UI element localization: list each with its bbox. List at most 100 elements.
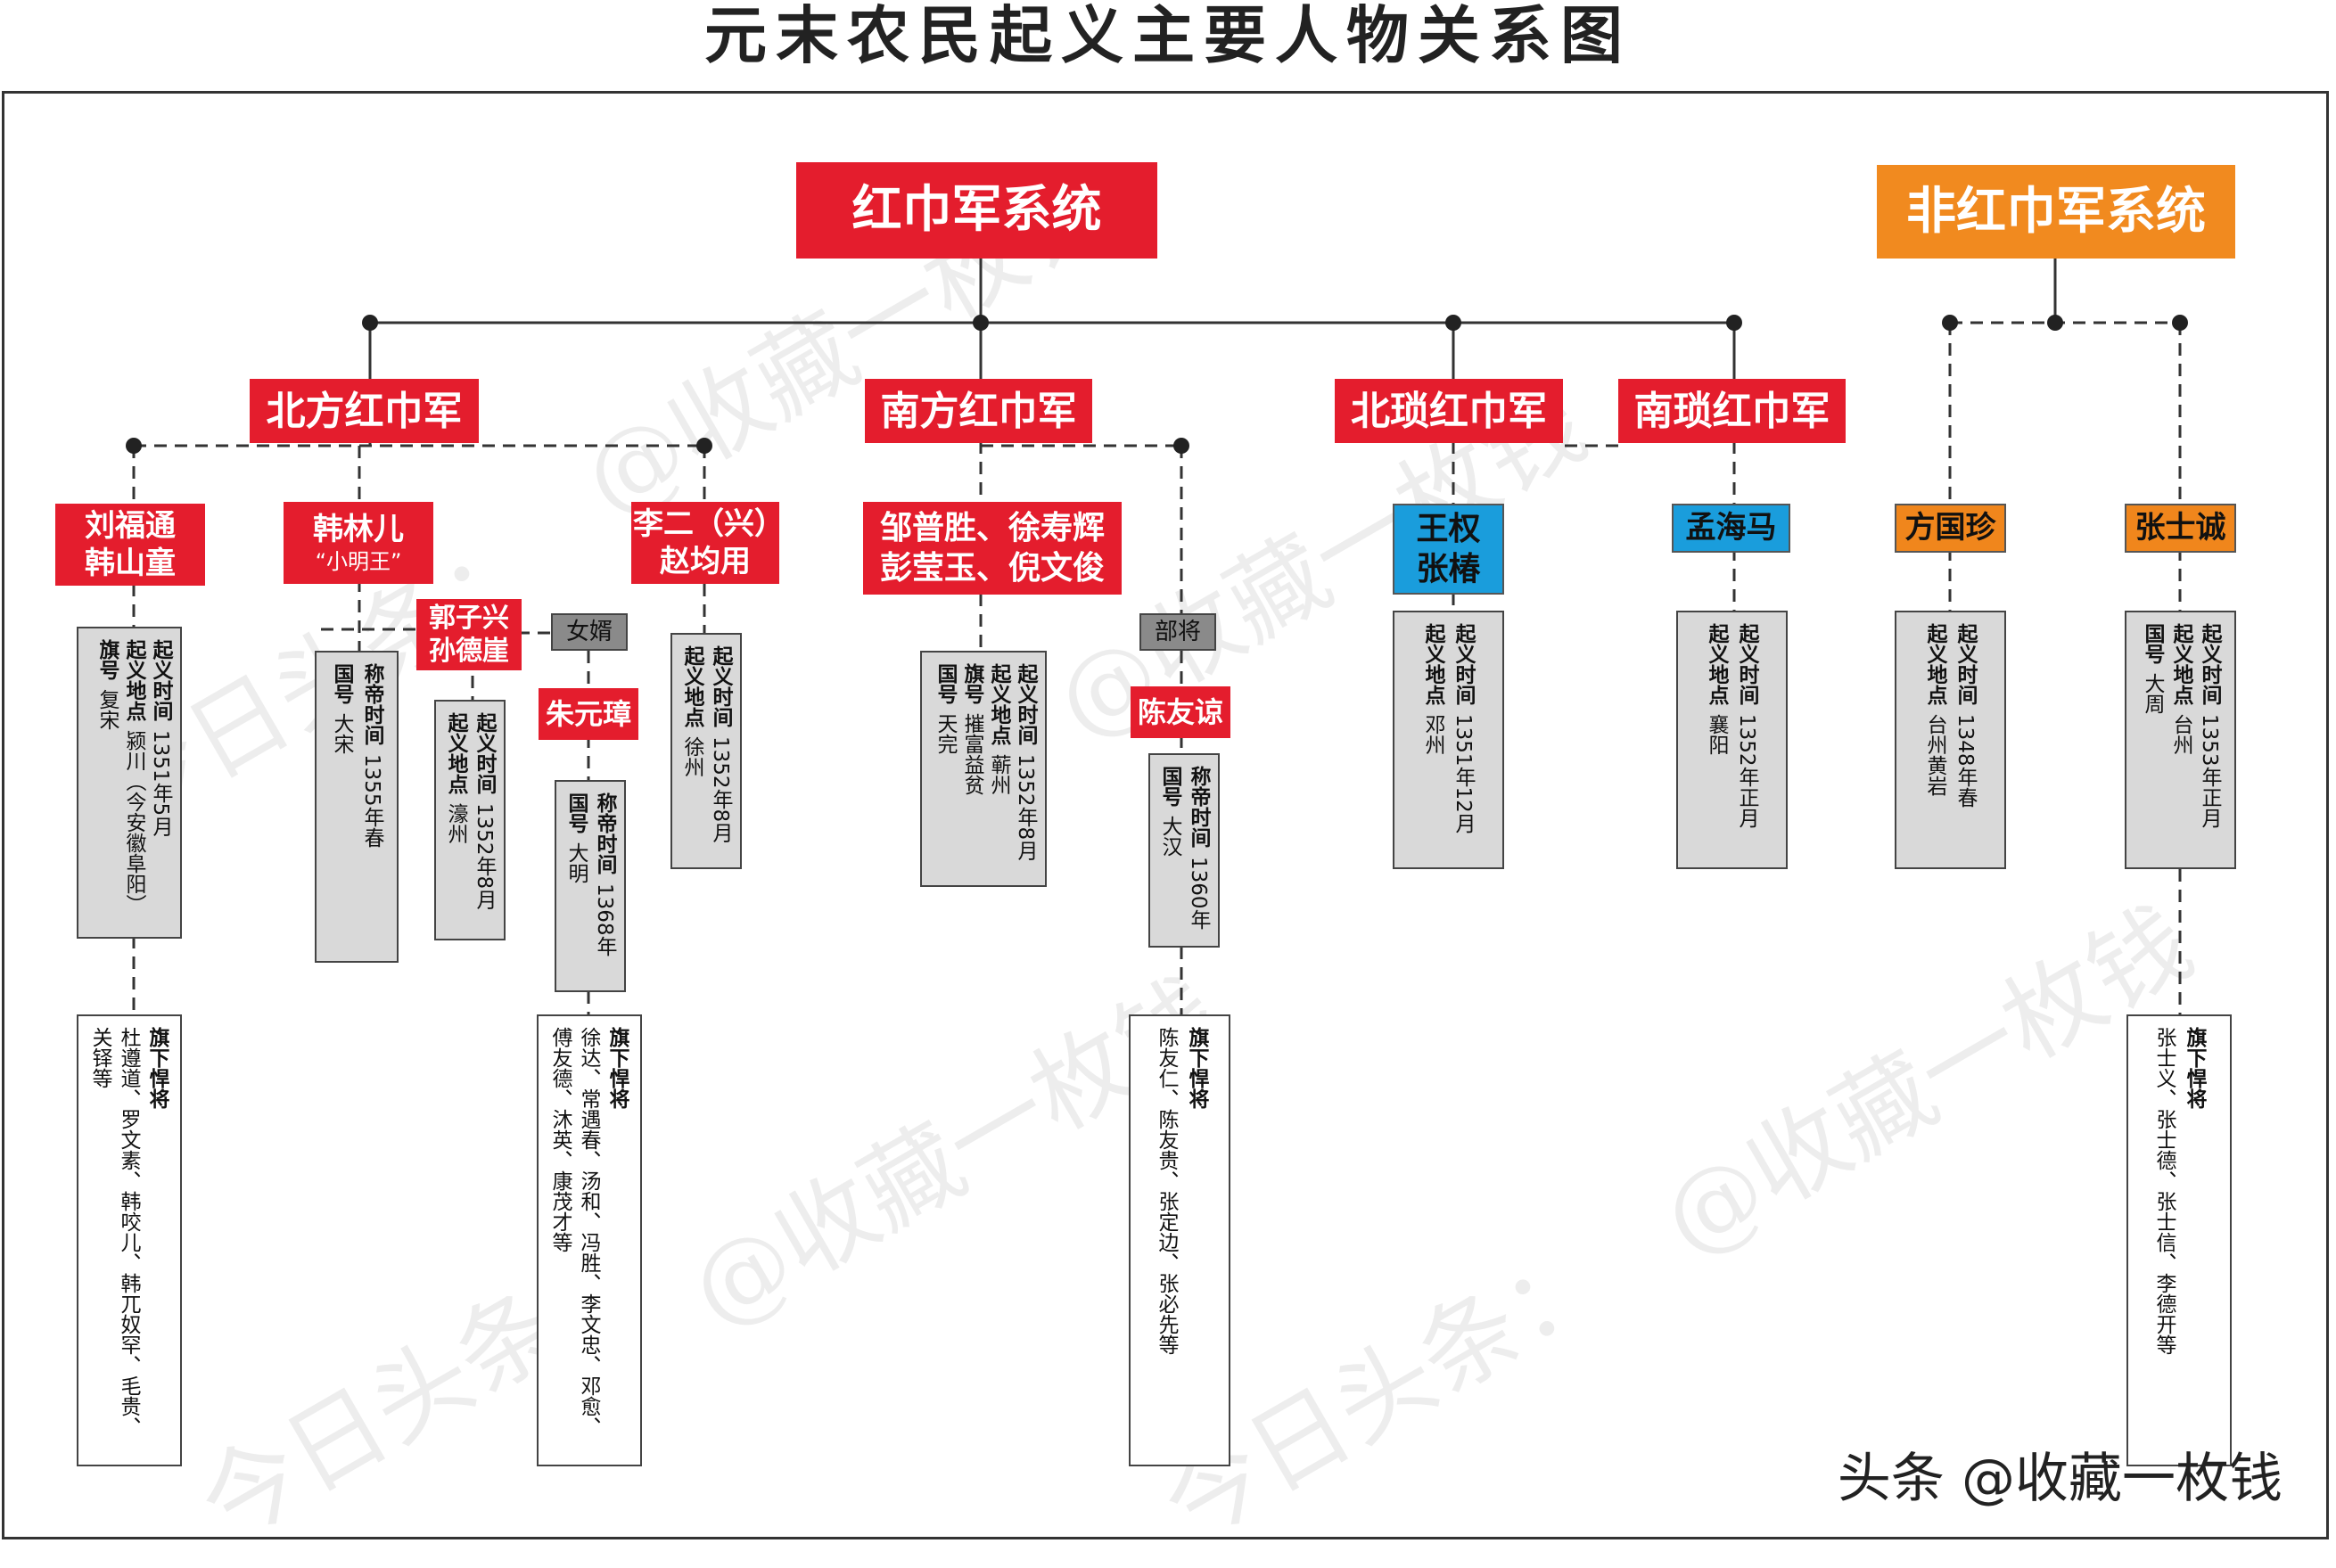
card-label: 起义地点 xyxy=(122,639,145,721)
card-label: 国号 xyxy=(934,663,957,704)
card-value: 1348年春 xyxy=(1954,714,1977,808)
bei-suo-branch-box: 北琐红巾军 xyxy=(1335,379,1563,443)
card-label: 起义时间 xyxy=(2198,623,2221,705)
card-value: 颍川（今安徽阜阳） xyxy=(122,730,145,915)
leader-fang-box: 方国珍 xyxy=(1895,504,2006,553)
leader-zhu-box: 朱元璋 xyxy=(539,688,638,740)
card-label: 旗号 xyxy=(960,663,983,704)
generals-list: 杜遵道、罗文素、韩咬儿、韩兀奴罕、毛贵、 xyxy=(117,1027,140,1437)
south-branch-box: 南方红巾军 xyxy=(865,379,1092,443)
info-card-zou: 起义时间1352年8月 起义地点蕲州 旗号摧富益贫 国号天完 xyxy=(920,651,1047,887)
page-title: 元末农民起义主要人物关系图 xyxy=(704,0,1632,72)
card-value: 台州黄岩 xyxy=(1923,714,1946,796)
card-value: 1355年春 xyxy=(360,754,383,848)
leader-li-box: 李二（兴） 赵均用 xyxy=(631,502,785,584)
son-in-law-tag: 女婿 xyxy=(551,613,628,651)
card-label: 称帝时间 xyxy=(593,792,616,874)
card-value: 大宋 xyxy=(330,713,353,754)
card-label: 起义时间 xyxy=(1735,623,1758,705)
card-label: 起义时间 xyxy=(709,645,732,727)
card-value: 大明 xyxy=(564,842,588,883)
generals-list: 张士义、张士德、张士信、李德开等 xyxy=(2152,1027,2176,1355)
generals-card-zhang: 旗下悍将 张士义、张士德、张士信、李德开等 xyxy=(2126,1014,2232,1466)
info-card-liu: 起义时间 1351年5月 起义地点颍川（今安徽阜阳） 旗号复宋 xyxy=(77,627,182,939)
card-label: 旗号 xyxy=(95,639,119,680)
generals-card-zhu: 旗下悍将 徐达、常遇春、汤和、冯胜、李文忠、邓愈、 傅友德、沐英、康茂才等 xyxy=(537,1014,642,1466)
card-label: 旗下悍将 xyxy=(605,1027,629,1109)
leader-meng-box: 孟海马 xyxy=(1672,504,1790,553)
card-label: 称帝时间 xyxy=(1187,766,1210,848)
card-value: 襄阳 xyxy=(1705,714,1728,755)
info-card-fang: 起义时间 1348年春 起义地点台州黄岩 xyxy=(1895,611,2006,869)
card-value: 天完 xyxy=(934,713,957,754)
card-label: 旗下悍将 xyxy=(2183,1027,2206,1109)
card-label: 起义地点 xyxy=(987,663,1010,745)
generals-card-liu: 旗下悍将 杜遵道、罗文素、韩咬儿、韩兀奴罕、毛贵、 关铎等 xyxy=(77,1014,182,1466)
leader-name: 刘福通 xyxy=(85,507,176,544)
card-value: 复宋 xyxy=(95,689,119,730)
generals-list: 关铎等 xyxy=(88,1027,111,1088)
leader-name: 张椿 xyxy=(1416,551,1481,587)
info-card-wang: 起义时间1351年12月 起义地点邓州 xyxy=(1393,611,1504,869)
leader-guo-box: 郭子兴 孙德崖 xyxy=(416,599,522,670)
leader-name: 李二（兴） xyxy=(633,505,785,542)
leader-wang-box: 王权 张椿 xyxy=(1393,504,1504,595)
north-branch-box: 北方红巾军 xyxy=(250,379,479,443)
leader-name: 韩林儿 xyxy=(313,511,404,547)
leader-name: 孙德崖 xyxy=(429,636,509,667)
leader-name: 韩山童 xyxy=(85,546,176,581)
leader-name: 郭子兴 xyxy=(429,602,509,634)
subordinate-tag: 部将 xyxy=(1139,613,1216,651)
card-label: 起义地点 xyxy=(1421,623,1444,705)
generals-card-chen: 旗下悍将 陈友仁、陈友贵、张定边、张必先等 xyxy=(1129,1014,1230,1466)
card-value: 1351年12月 xyxy=(1452,714,1475,833)
generals-list: 徐达、常遇春、汤和、冯胜、李文忠、邓愈、 xyxy=(577,1027,600,1437)
leader-name: 赵均用 xyxy=(660,544,751,579)
card-value: 大汉 xyxy=(1158,816,1181,857)
card-label: 国号 xyxy=(2141,623,2164,664)
card-value: 1352年正月 xyxy=(1735,714,1758,828)
info-card-meng: 起义时间 1352年正月 起义地点襄阳 xyxy=(1676,611,1788,869)
card-label: 起义地点 xyxy=(680,645,703,727)
card-value: 徐州 xyxy=(680,736,703,777)
card-label: 起义地点 xyxy=(1923,623,1946,705)
card-label: 称帝时间 xyxy=(360,663,383,745)
nan-suo-branch-box: 南琐红巾军 xyxy=(1618,379,1846,443)
card-value: 1351年5月 xyxy=(149,730,172,837)
card-value: 濠州 xyxy=(444,803,467,844)
leader-title: “小明王” xyxy=(315,549,402,575)
card-value: 摧富益贫 xyxy=(960,713,983,795)
diagram-frame xyxy=(2,91,2329,1539)
card-label: 起义时间 xyxy=(473,712,496,794)
leader-zou-box: 邹普胜、徐寿辉 彭莹玉、倪文俊 xyxy=(863,502,1122,595)
info-card-zhang: 起义时间1353年正月 起义地点台州 国号大周 xyxy=(2125,611,2236,869)
card-value: 1368年 xyxy=(593,883,616,956)
card-label: 国号 xyxy=(564,792,588,833)
card-label: 国号 xyxy=(1158,766,1181,807)
card-label: 起义地点 xyxy=(444,712,467,794)
generals-list: 陈友仁、陈友贵、张定边、张必先等 xyxy=(1155,1027,1178,1355)
leader-name: 王权 xyxy=(1416,511,1481,547)
card-value: 1352年8月 xyxy=(473,803,496,910)
info-card-han: 称帝时间 1355年春 国号大宋 xyxy=(315,651,399,963)
leader-name: 彭莹玉、倪文俊 xyxy=(879,550,1105,587)
card-label: 起义地点 xyxy=(1705,623,1728,705)
leader-chen-box: 陈友谅 xyxy=(1131,686,1230,738)
info-card-zhu: 称帝时间 1368年 国号大明 xyxy=(555,780,626,992)
card-value: 蕲州 xyxy=(987,754,1010,795)
info-card-guo: 起义时间 1352年8月 起义地点濠州 xyxy=(434,700,506,940)
card-value: 台州 xyxy=(2169,714,2192,755)
card-value: 1353年正月 xyxy=(2198,714,2221,828)
card-label: 起义时间 xyxy=(1954,623,1977,705)
card-label: 起义时间 xyxy=(149,639,172,721)
card-label: 国号 xyxy=(330,663,353,704)
info-card-chen: 称帝时间1360年 国号大汉 xyxy=(1148,753,1220,948)
red-system-box: 红巾军系统 xyxy=(796,162,1157,259)
card-label: 起义地点 xyxy=(2169,623,2192,705)
leader-name: 邹普胜、徐寿辉 xyxy=(879,510,1105,546)
card-label: 起义时间 xyxy=(1014,663,1037,745)
card-value: 邓州 xyxy=(1421,714,1444,755)
leader-zhang-box: 张士诚 xyxy=(2125,504,2236,553)
leader-han-box: 韩林儿 “小明王” xyxy=(284,502,433,584)
info-card-li: 起义时间1352年8月 起义地点徐州 xyxy=(670,633,742,869)
